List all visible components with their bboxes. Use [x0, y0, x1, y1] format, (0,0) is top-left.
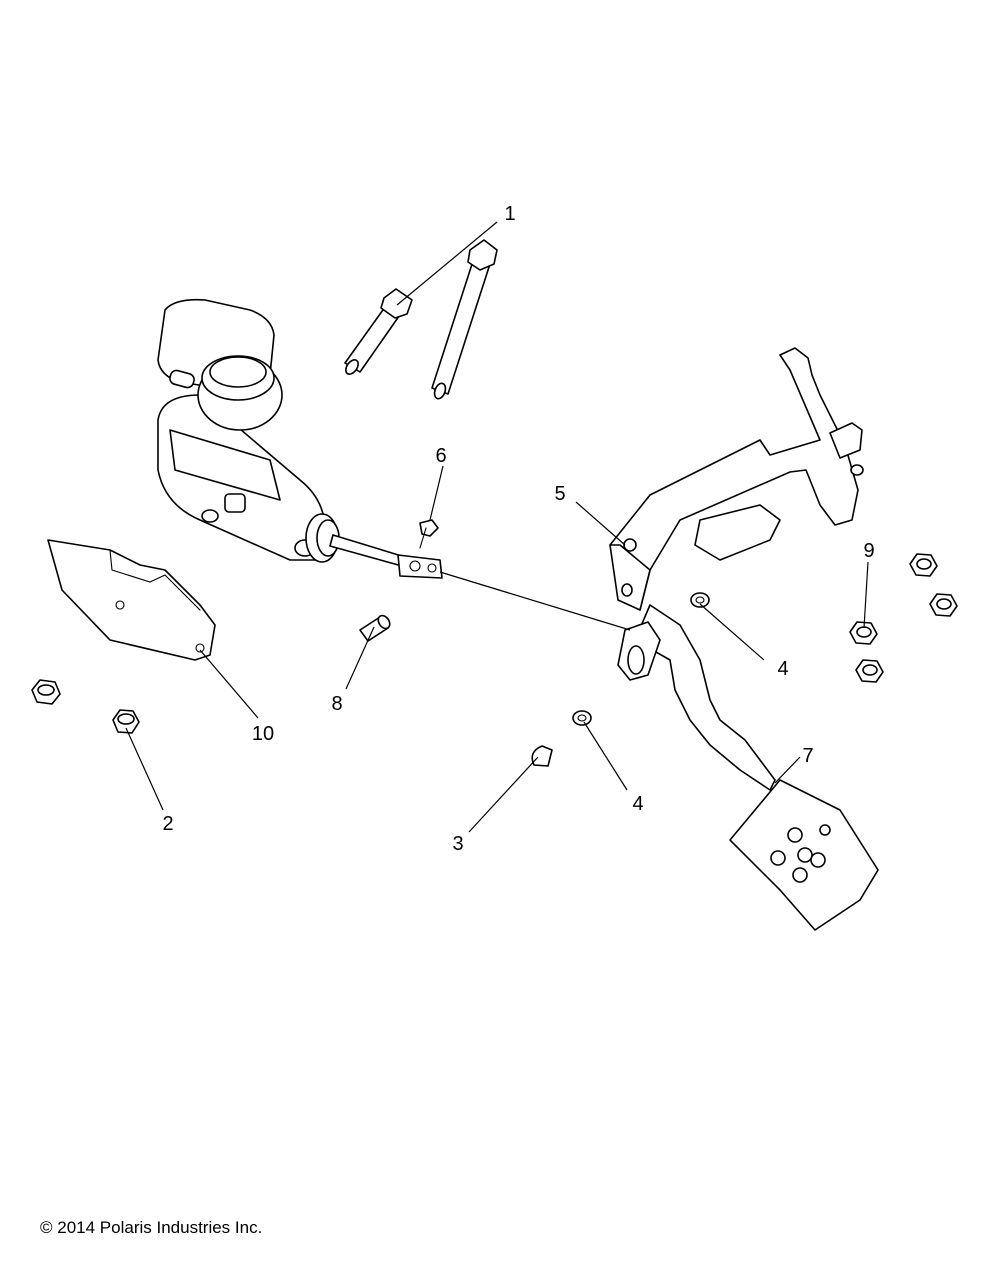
callout-8: 8 — [331, 693, 342, 715]
flange-nut-9d — [855, 659, 884, 683]
callout-1: 1 — [504, 203, 515, 225]
bolt-2 — [431, 239, 498, 400]
clevis-pin — [359, 614, 391, 642]
callout-4a: 4 — [777, 658, 788, 680]
callout-4b: 4 — [632, 793, 643, 815]
bushing-4a — [690, 592, 710, 608]
nut-2b — [112, 709, 140, 734]
callout-7: 7 — [802, 745, 813, 767]
pedal-bracket — [609, 347, 864, 611]
callout-10: 10 — [252, 723, 274, 745]
heat-shield-plate — [47, 539, 216, 661]
pushrod — [329, 534, 443, 579]
flange-nut-9c — [929, 593, 958, 617]
callout-3: 3 — [452, 833, 463, 855]
e-clip — [531, 745, 553, 767]
nut-2a — [31, 679, 61, 705]
leader-lines — [125, 221, 869, 833]
callout-9: 9 — [863, 540, 874, 562]
master-cylinder — [157, 298, 340, 563]
cotter-pin — [419, 519, 439, 549]
flange-nut-9a — [849, 621, 878, 645]
copyright-notice: © 2014 Polaris Industries Inc. — [40, 1218, 263, 1237]
flange-nut-9b — [909, 553, 938, 577]
bushing-4b — [572, 710, 592, 726]
bolt-1 — [344, 288, 413, 375]
callout-2: 2 — [162, 813, 173, 835]
callout-5: 5 — [554, 483, 565, 505]
brake-pedal — [617, 604, 879, 931]
callout-6: 6 — [435, 445, 446, 467]
